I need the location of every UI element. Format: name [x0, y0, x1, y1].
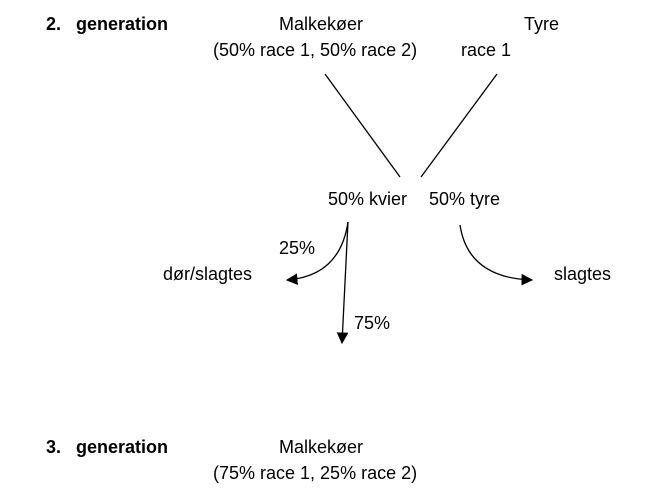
bulls-slaughtered-label: slagtes [554, 264, 612, 284]
gen2-bulls-title: Tyre [524, 14, 560, 34]
gen2-number: 2. [46, 14, 62, 34]
gen3-number: 3. [46, 437, 62, 457]
heifers-culled-pct: 25% [279, 238, 316, 258]
line-bulls-to-offspring [420, 73, 498, 178]
arrow-bulls-slaughtered [459, 224, 534, 286]
heifers-kept-pct: 75% [354, 313, 391, 333]
offspring-heifers: 50% kvier [328, 189, 408, 209]
gen2-bulls-detail: race 1 [461, 40, 512, 60]
offspring-bulls: 50% tyre [429, 189, 501, 209]
gen3-cows-title: Malkekøer [279, 437, 364, 457]
gen2-label: generation [76, 14, 169, 34]
gen2-cows-detail: (50% race 1, 50% race 2) [213, 40, 418, 60]
gen2-cows-title: Malkekøer [279, 14, 364, 34]
arrow-heifers-kept [336, 221, 349, 345]
arrow-heifers-culled [285, 221, 349, 286]
heifers-culled-label: dør/slagtes [163, 264, 253, 284]
gen3-cows-detail: (75% race 1, 25% race 2) [213, 463, 418, 483]
line-cows-to-offspring [324, 73, 401, 178]
gen3-label: generation [76, 437, 169, 457]
